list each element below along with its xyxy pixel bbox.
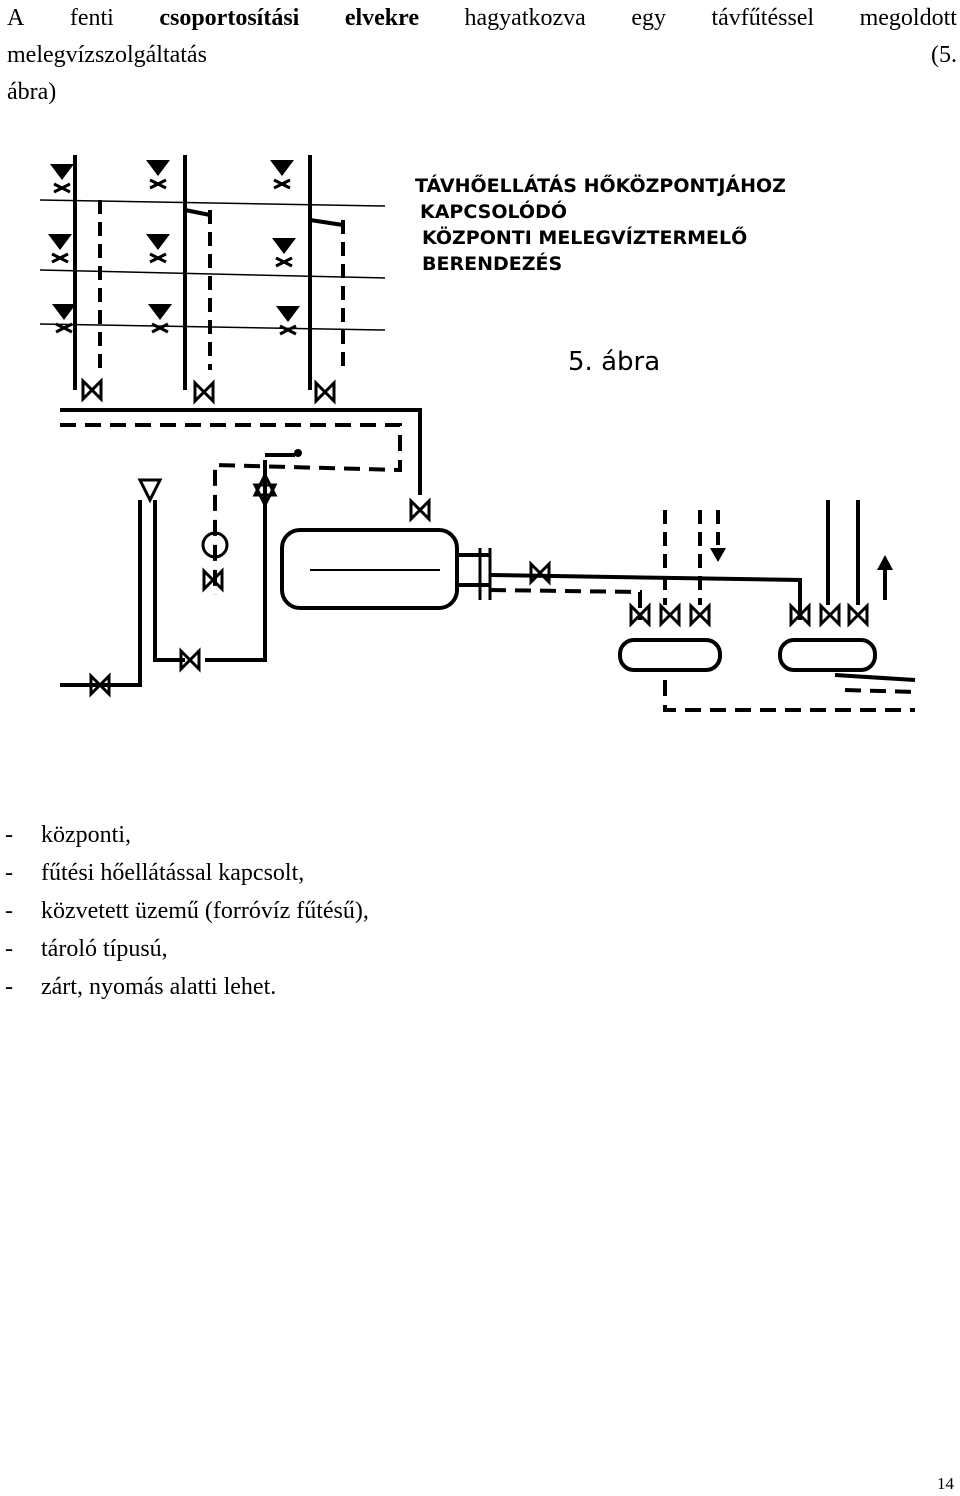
list-item: - központi,	[5, 816, 369, 854]
word: fenti	[69, 5, 114, 31]
list-item: - közvetett üzemű (forróvíz fűtésű),	[5, 892, 369, 930]
primary-pipes	[489, 562, 802, 620]
page-number: 14	[937, 1474, 954, 1493]
list-item-text: közvetett üzemű (forróvíz fűtésű),	[41, 898, 369, 924]
hot-water-system-diagram: TÁVHŐELLÁTÁS HŐKÖZPONTJÁHOZ KAPCSOLÓDÓ K…	[39, 155, 916, 712]
bold-word: csoportosítási	[159, 5, 300, 31]
bold-word: elvekre	[344, 5, 420, 31]
list-dash: -	[5, 898, 13, 924]
list-item: - tároló típusú,	[5, 930, 369, 968]
list-dash: -	[5, 822, 13, 848]
caption-line: BERENDEZÉS	[422, 252, 562, 275]
feature-list: - központi, - fűtési hőellátással kapcso…	[5, 816, 369, 1006]
caption-line: TÁVHŐELLÁTÁS HŐKÖZPONTJÁHOZ	[415, 173, 786, 197]
word: megoldott	[859, 5, 957, 31]
word: (5.	[931, 42, 957, 68]
paragraph-line-3: ábra)	[7, 74, 957, 111]
district-heating-lines	[663, 500, 887, 605]
storage-tank	[280, 528, 492, 610]
intro-paragraph: A fenti csoportosítási elvekre hagyatkoz…	[7, 0, 957, 111]
word: melegvízszolgáltatás	[7, 42, 207, 68]
list-dash: -	[5, 860, 13, 886]
caption-line: KAPCSOLÓDÓ	[420, 199, 567, 223]
list-dash: -	[5, 936, 13, 962]
list-item-text: tároló típusú,	[41, 936, 168, 962]
distribution-pipes	[60, 408, 422, 662]
risers	[73, 155, 345, 390]
list-dash: -	[5, 974, 13, 1000]
paragraph-line-1: A fenti csoportosítási elvekre hagyatkoz…	[7, 0, 957, 37]
riser-valves	[81, 379, 336, 403]
word: A	[7, 5, 25, 31]
word: hagyatkozva	[464, 5, 586, 31]
cold-water-inlet	[60, 478, 201, 696]
arrow-icons	[710, 548, 893, 570]
figure-caption: TÁVHŐELLÁTÁS HŐKÖZPONTJÁHOZ KAPCSOLÓDÓ K…	[415, 173, 786, 275]
list-item: - fűtési hőellátással kapcsolt,	[5, 854, 369, 892]
caption-line: KÖZPONTI MELEGVÍZTERMELŐ	[422, 225, 747, 249]
paragraph-line-2: melegvízszolgáltatás (5.	[7, 37, 957, 74]
list-item-text: zárt, nyomás alatti lehet.	[41, 974, 277, 1000]
list-item-text: központi,	[41, 822, 131, 848]
floor-lines	[39, 199, 386, 331]
list-item: - zárt, nyomás alatti lehet.	[5, 968, 369, 1006]
figure-label: 5. ábra	[568, 347, 660, 377]
list-item-text: fűtési hőellátással kapcsolt,	[41, 860, 305, 886]
circulation-pump	[201, 471, 431, 591]
distributors	[618, 638, 916, 712]
distributor-valves	[629, 604, 869, 626]
word: egy	[631, 5, 666, 31]
word: távfűtéssel	[711, 5, 815, 31]
word: ábra)	[7, 79, 57, 105]
shower-heads	[46, 158, 302, 336]
